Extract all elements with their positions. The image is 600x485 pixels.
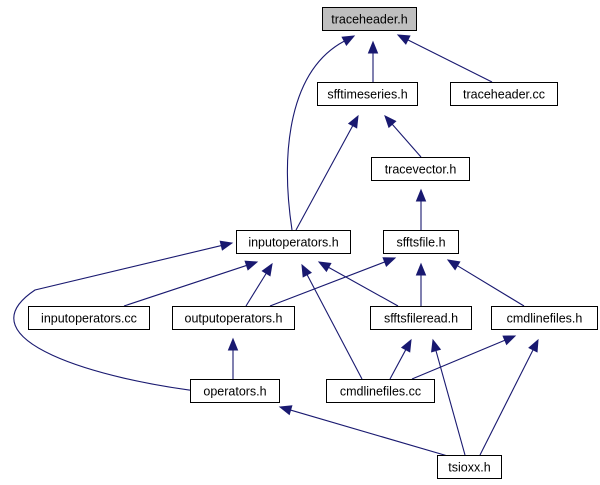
arrowhead <box>528 338 539 353</box>
node-tsioxx-h[interactable]: tsioxx.h <box>437 455 502 479</box>
edge-line <box>457 265 525 307</box>
edge-cmdlinefiles-cc-to-inputoperators-h <box>301 263 363 380</box>
node-box <box>322 7 417 31</box>
node-traceheader-h: traceheader.h <box>322 7 417 31</box>
edge-line <box>389 349 407 380</box>
node-label: sfftsfileread.h <box>384 312 458 326</box>
edges-layer <box>13 34 539 460</box>
arrowhead <box>317 261 332 273</box>
edge-line <box>245 273 267 307</box>
node-label: cmdlinefiles.cc <box>340 385 421 399</box>
edge-line <box>13 245 222 393</box>
node-cmdlinefiles-h[interactable]: cmdlinefiles.h <box>491 306 598 330</box>
node-box <box>172 306 295 330</box>
node-box <box>236 230 351 254</box>
node-box <box>371 157 470 181</box>
edge-cmdlinefiles-h-to-sfftsfile-h <box>446 259 525 307</box>
edge-traceheader-cc-to-traceheader-h <box>396 34 493 83</box>
node-outputoperators-h[interactable]: outputoperators.h <box>172 306 295 330</box>
node-box <box>190 379 280 403</box>
edge-cmdlinefiles-cc-to-cmdlinefiles-h <box>411 335 517 380</box>
node-box <box>383 230 459 254</box>
edge-outputoperators-h-to-inputoperators-h <box>245 262 273 307</box>
edge-sfftsfileread-h-to-sfftsfile-h <box>415 262 427 306</box>
edge-line <box>479 349 534 456</box>
edge-line <box>391 123 422 158</box>
node-label: traceheader.h <box>331 13 407 27</box>
arrowhead <box>244 260 259 271</box>
node-box <box>370 306 472 330</box>
edge-line <box>290 409 459 460</box>
node-label: tsioxx.h <box>448 461 490 475</box>
edge-sfftimeseries-h-to-traceheader-h <box>367 40 379 82</box>
node-label: tracevector.h <box>385 163 457 177</box>
node-box <box>326 379 435 403</box>
node-operators-h[interactable]: operators.h <box>190 379 280 403</box>
edge-tsioxx-h-to-operators-h <box>278 405 459 460</box>
arrowhead <box>347 114 359 129</box>
node-box <box>317 82 418 106</box>
edge-line <box>411 339 506 380</box>
arrowhead <box>278 405 293 416</box>
arrowhead <box>341 35 356 47</box>
node-box <box>28 306 150 330</box>
node-label: traceheader.cc <box>463 88 545 102</box>
node-tracevector-h[interactable]: tracevector.h <box>371 157 470 181</box>
edge-sfftsfileread-h-to-inputoperators-h <box>317 261 399 307</box>
node-label: inputoperators.h <box>248 236 338 250</box>
node-label: sfftsfile.h <box>396 236 445 250</box>
arrowhead <box>384 115 397 129</box>
edge-line <box>295 125 354 231</box>
arrowhead <box>396 34 411 45</box>
edge-sfftsfile-h-to-tracevector-h <box>415 188 427 230</box>
node-cmdlinefiles-cc[interactable]: cmdlinefiles.cc <box>326 379 435 403</box>
node-box <box>450 82 558 106</box>
node-traceheader-cc[interactable]: traceheader.cc <box>450 82 558 106</box>
edge-line <box>435 350 466 456</box>
arrowhead <box>301 263 312 278</box>
arrowhead <box>367 40 379 54</box>
arrowhead <box>261 262 273 277</box>
edge-inputoperators-h-to-sfftimeseries-h <box>295 114 359 231</box>
arrowhead <box>400 338 412 353</box>
arrowhead <box>382 257 397 268</box>
node-label: inputoperators.cc <box>41 312 137 326</box>
node-inputoperators-h[interactable]: inputoperators.h <box>236 230 351 254</box>
arrowhead <box>227 337 239 351</box>
arrowhead <box>415 262 427 276</box>
edge-line <box>286 40 345 231</box>
node-label: sfftimeseries.h <box>327 88 407 102</box>
edge-line <box>123 264 247 307</box>
node-inputoperators-cc[interactable]: inputoperators.cc <box>28 306 150 330</box>
edge-inputoperators-h-to-traceheader-h <box>286 35 356 231</box>
arrowhead <box>446 259 461 271</box>
edge-line <box>407 39 493 83</box>
edge-inputoperators-cc-to-inputoperators-h <box>123 260 259 307</box>
arrowhead <box>431 338 442 353</box>
edge-outputoperators-h-to-sfftsfile-h <box>269 257 397 307</box>
edge-operators-h-to-inputoperators-h <box>13 240 234 393</box>
edge-tracevector-h-to-sfftimeseries-h <box>384 115 422 158</box>
node-label: cmdlinefiles.h <box>507 312 583 326</box>
node-label: outputoperators.h <box>185 312 283 326</box>
arrowhead <box>502 335 517 346</box>
edge-line <box>306 274 363 380</box>
arrowhead <box>415 188 427 202</box>
edge-line <box>328 266 399 307</box>
nodes-layer: traceheader.h sfftimeseries.h traceheader.… <box>28 7 598 479</box>
node-sfftsfile-h[interactable]: sfftsfile.h <box>383 230 459 254</box>
edge-operators-h-to-outputoperators-h <box>227 337 239 379</box>
edge-cmdlinefiles-cc-to-sfftsfileread-h <box>389 338 412 380</box>
node-box <box>491 306 598 330</box>
node-box <box>437 455 502 479</box>
edge-line <box>269 261 385 307</box>
arrowhead <box>219 240 234 251</box>
node-label: operators.h <box>203 385 266 399</box>
edge-tsioxx-h-to-cmdlinefiles-h <box>479 338 539 456</box>
node-sfftimeseries-h[interactable]: sfftimeseries.h <box>317 82 418 106</box>
edge-tsioxx-h-to-sfftsfileread-h <box>431 338 466 456</box>
node-sfftsfileread-h[interactable]: sfftsfileread.h <box>370 306 472 330</box>
